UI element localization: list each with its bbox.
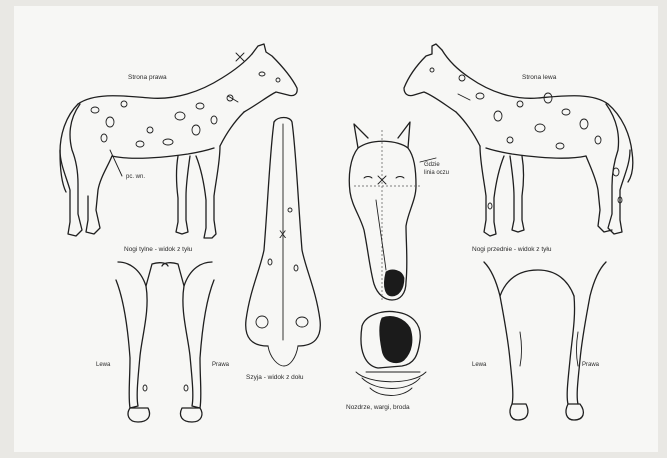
- hind-legs-label: Nogi tylne - widok z tyłu: [124, 246, 192, 253]
- neck-x-mark: X: [279, 229, 286, 241]
- front-legs-label: Nogi przednie - widok z tyłu: [472, 246, 551, 253]
- muzzle-label: Nozdrze, wargi, broda: [346, 404, 410, 411]
- hind-left-label: Lewa: [96, 362, 110, 369]
- hind-right-label: Prawa: [212, 362, 229, 369]
- front-left-label: Lewa: [472, 362, 486, 369]
- neck-label: Szyja - widok z dołu: [246, 374, 303, 381]
- eye-line-label: linia oczu: [424, 170, 449, 177]
- gdzie-label: Gdzie: [424, 162, 440, 169]
- right-side-label: Strona prawa: [128, 74, 167, 81]
- pc-wn-label: pc. wn.: [126, 174, 145, 181]
- paper-area: [14, 6, 658, 452]
- front-right-label: Prawa: [582, 362, 599, 369]
- left-side-label: Strona lewa: [522, 74, 556, 81]
